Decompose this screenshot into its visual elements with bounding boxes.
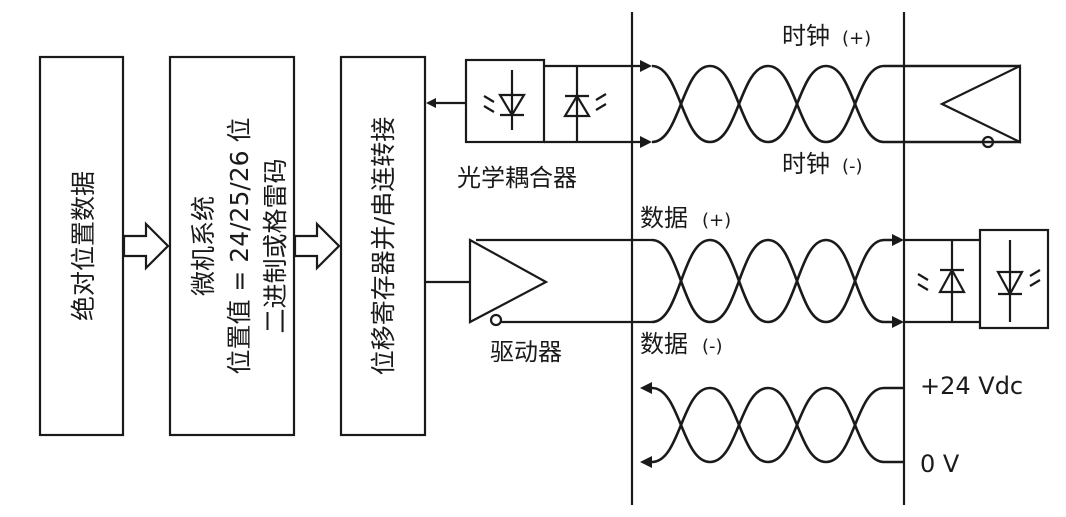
data-pos-sign: (+) [702, 210, 731, 231]
hollow-arrow-1 [122, 221, 170, 271]
light-arrows-led [595, 93, 607, 111]
data-neg-arrowhead [892, 316, 904, 328]
supply-zero-label: 0 V [920, 450, 960, 478]
supply-pos-label: +24 Vdc [920, 372, 1023, 400]
twisted-pair-supply [651, 386, 904, 464]
block-absolute-position-data: 绝对位置数据 [38, 55, 125, 437]
data-driver [468, 238, 652, 327]
clock-pos-sign: (+) [842, 28, 871, 49]
clock-pos-arrowhead [640, 60, 652, 72]
clock-pos-label: 时钟 [782, 22, 830, 50]
driver-inverting-circle [489, 313, 503, 327]
optocoupler-label: 光学耦合器 [457, 164, 577, 192]
microcontroller-code-type: 二进制或格雷码 [261, 158, 290, 333]
block-shift-register: 位移寄存器并/串连转接 [339, 55, 427, 437]
driver-label: 驱动器 [490, 338, 562, 366]
optocoupler-receiver [464, 58, 640, 144]
data-neg-label: 数据 [640, 330, 688, 358]
data-neg-sign: (-) [702, 336, 723, 357]
clock-neg-arrowhead [640, 136, 652, 148]
receiver-led-icon [938, 267, 966, 294]
clock-neg-label: 时钟 [782, 150, 830, 178]
data-pos-label: 数据 [640, 204, 688, 232]
led-icon [563, 93, 591, 118]
shift-register-label: 位移寄存器并/串连转接 [369, 117, 398, 375]
block-microcontroller: 微机系统 位置值 = 24/25/26 位 二进制或格雷码 [168, 55, 296, 437]
clock-driver-encoder [939, 64, 1022, 149]
hollow-arrow-2 [293, 221, 341, 271]
receiver-light-arrows-right [1029, 269, 1041, 287]
clock-neg-sign: (-) [842, 156, 863, 177]
optocoupler-data-receiver [904, 228, 1050, 330]
microcontroller-position-value: 位置值 = 24/25/26 位 [225, 117, 254, 374]
twisted-pair-data [651, 238, 892, 324]
abs-position-label: 绝对位置数据 [69, 171, 98, 321]
data-pos-arrowhead [892, 234, 904, 246]
receiver-light-arrows-left [917, 273, 929, 291]
light-arrows-opto-rx [483, 95, 495, 113]
microcontroller-title: 微机系统 [189, 196, 218, 296]
supply-neg-arrowhead [640, 456, 652, 468]
inverting-output-circle [981, 135, 995, 149]
twisted-pair-clock [651, 64, 1020, 144]
supply-pos-arrowhead [640, 382, 652, 394]
